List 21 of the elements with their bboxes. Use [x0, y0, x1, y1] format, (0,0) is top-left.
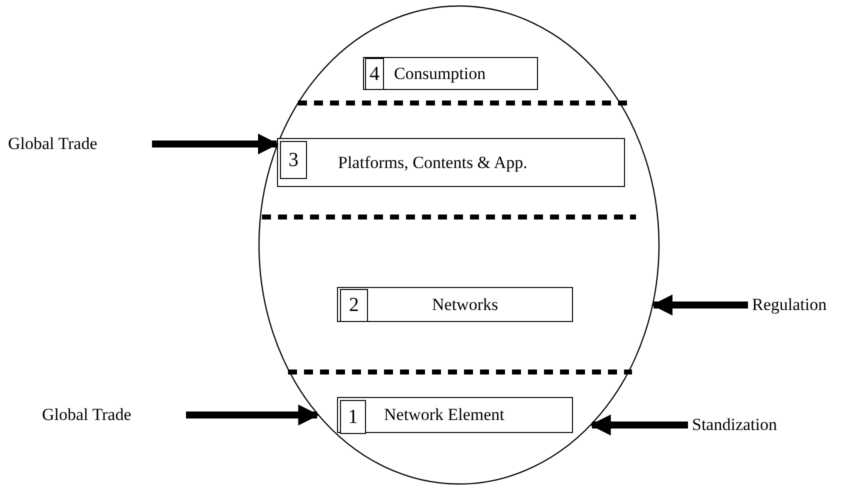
layer-box	[277, 138, 625, 187]
arrow	[186, 404, 320, 426]
layer-box	[337, 397, 573, 433]
step-number: 2	[340, 289, 368, 322]
factor-label: Regulation	[752, 295, 859, 315]
factor-label: Global Trade	[42, 405, 182, 425]
layer-label: Consumption	[394, 64, 486, 84]
layer-box	[337, 287, 573, 322]
layer-box	[363, 57, 538, 90]
layer-label: Network Element	[384, 405, 504, 425]
step-number: 4	[365, 58, 384, 90]
layer-label: Platforms, Contents & App.	[338, 152, 528, 172]
arrow	[590, 414, 688, 436]
layer-ellipse	[258, 5, 660, 485]
layer-label: Networks	[432, 294, 498, 314]
factor-label: Global Trade	[8, 134, 148, 154]
step-number: 1	[340, 400, 366, 434]
arrow	[652, 294, 748, 316]
arrow	[152, 134, 279, 154]
step-number: 3	[280, 141, 307, 179]
factor-label: Standization	[692, 415, 822, 435]
